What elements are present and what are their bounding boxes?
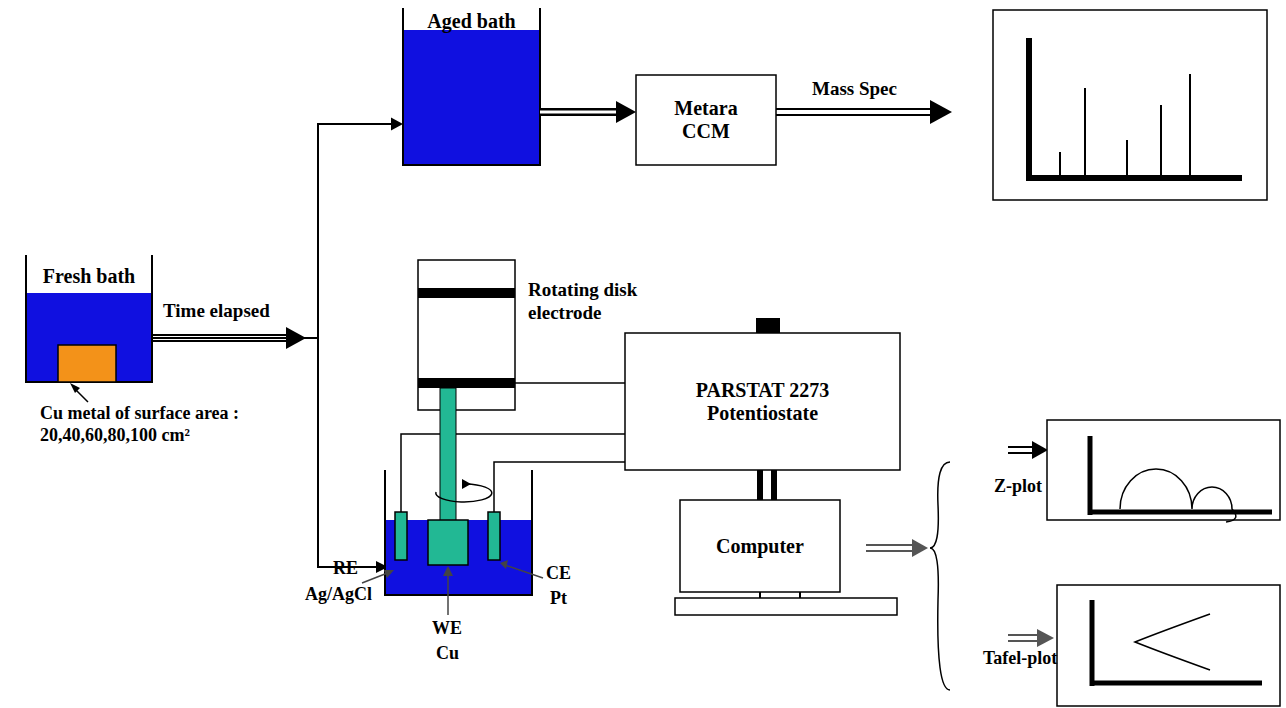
potentiostat-box: PARSTAT 2273 Potentiostate <box>625 333 900 470</box>
arrowhead <box>70 383 80 393</box>
connector <box>540 101 636 123</box>
arrowhead <box>462 479 471 489</box>
drawing-part <box>1126 140 1128 175</box>
axis <box>1026 175 1242 181</box>
arrowhead <box>912 539 928 557</box>
text-label: Cu <box>436 643 459 665</box>
brace <box>930 462 950 690</box>
reference-electrode <box>395 512 407 560</box>
branch-line <box>318 338 380 567</box>
bath-liquid <box>26 293 152 382</box>
leader-line <box>76 390 88 402</box>
monitor <box>680 500 840 592</box>
beaker <box>26 255 152 382</box>
node-label: Computer <box>716 535 804 558</box>
rde-band <box>418 288 515 298</box>
text-label: Time elapsed <box>163 300 270 323</box>
computer-base <box>675 598 897 615</box>
arrowhead <box>616 101 636 123</box>
node-label: Aged bath <box>427 10 515 33</box>
working-electrode <box>428 520 468 565</box>
computer-monitor: Computer <box>680 500 840 592</box>
double-arrow <box>866 544 915 546</box>
text-label: RE <box>333 558 358 580</box>
connector-line <box>540 111 618 114</box>
knob <box>756 318 780 333</box>
text-label: Tafel-plot <box>983 648 1057 670</box>
leader-lines <box>362 565 543 615</box>
double-arrow <box>1008 640 1040 642</box>
bath-liquid <box>403 30 540 165</box>
bath-beaker: Fresh bath <box>26 255 152 382</box>
text-label: CE <box>546 563 571 585</box>
double-arrow <box>1008 446 1035 448</box>
double-arrow <box>1008 452 1035 454</box>
connector-line <box>152 124 393 338</box>
drawing-part <box>515 382 625 384</box>
cu-metal <box>58 345 116 382</box>
node-label: PARSTAT 2273 Potentiostate <box>688 379 838 425</box>
drawing-part <box>1189 74 1191 175</box>
drawing-part <box>447 572 449 615</box>
counter-electrode <box>488 512 500 560</box>
double-arrow <box>866 550 915 552</box>
text-label: Cu metal of surface area : 20,40,60,80,1… <box>40 403 276 446</box>
axis <box>1090 600 1095 686</box>
axis <box>1088 510 1272 515</box>
axis <box>1088 436 1093 515</box>
beaker <box>403 8 540 165</box>
tafel-curve <box>1135 614 1210 670</box>
double-arrow <box>1008 634 1040 636</box>
node-label: Fresh bath <box>43 265 135 288</box>
text-label: WE <box>432 618 462 640</box>
node-label: Metara CCM <box>666 97 746 143</box>
text-label: Mass Spec <box>812 78 897 101</box>
spectrum-frame <box>993 10 1267 200</box>
arrowhead <box>1037 629 1054 647</box>
wires <box>401 383 625 512</box>
bath-beaker: Aged bath <box>403 8 540 165</box>
arrowhead <box>930 100 952 124</box>
arrowhead <box>384 570 394 578</box>
drawing-part <box>1160 105 1162 175</box>
connector <box>152 117 403 338</box>
arrowhead <box>1032 441 1048 459</box>
rde-band <box>418 378 515 388</box>
cell-beaker <box>385 470 532 595</box>
text-label: Rotating disk electrode <box>528 279 660 325</box>
axis <box>1090 681 1262 686</box>
nyquist-curve <box>1120 469 1236 522</box>
spectrum-peaks <box>1060 74 1190 175</box>
stand <box>759 592 761 598</box>
connector-line <box>540 108 618 116</box>
connector-line <box>757 470 763 500</box>
double-arrow <box>776 114 935 116</box>
axis <box>1026 38 1032 180</box>
plot-frame <box>1057 585 1280 706</box>
connector-line <box>771 470 777 500</box>
drawing-part <box>494 462 625 512</box>
connector <box>760 470 774 500</box>
text-label: Ag/AgCl <box>305 584 372 606</box>
rde-body <box>418 260 515 410</box>
arrowhead <box>443 566 453 576</box>
drawing-part <box>1059 152 1061 175</box>
potentiostat-box <box>625 333 900 470</box>
text-label: Pt <box>550 588 567 610</box>
double-arrow <box>776 108 935 110</box>
stand <box>799 592 801 598</box>
double-arrow <box>152 334 290 336</box>
drawing-part <box>401 434 625 512</box>
text-label: Z-plot <box>994 476 1042 498</box>
drawing-part <box>505 565 543 578</box>
arrowhead <box>500 560 508 569</box>
instrument-box <box>636 75 776 165</box>
arrowhead <box>391 117 403 130</box>
instrument-box: Metara CCM <box>636 75 776 165</box>
double-arrow <box>152 340 290 342</box>
drawing-part <box>1084 88 1086 175</box>
